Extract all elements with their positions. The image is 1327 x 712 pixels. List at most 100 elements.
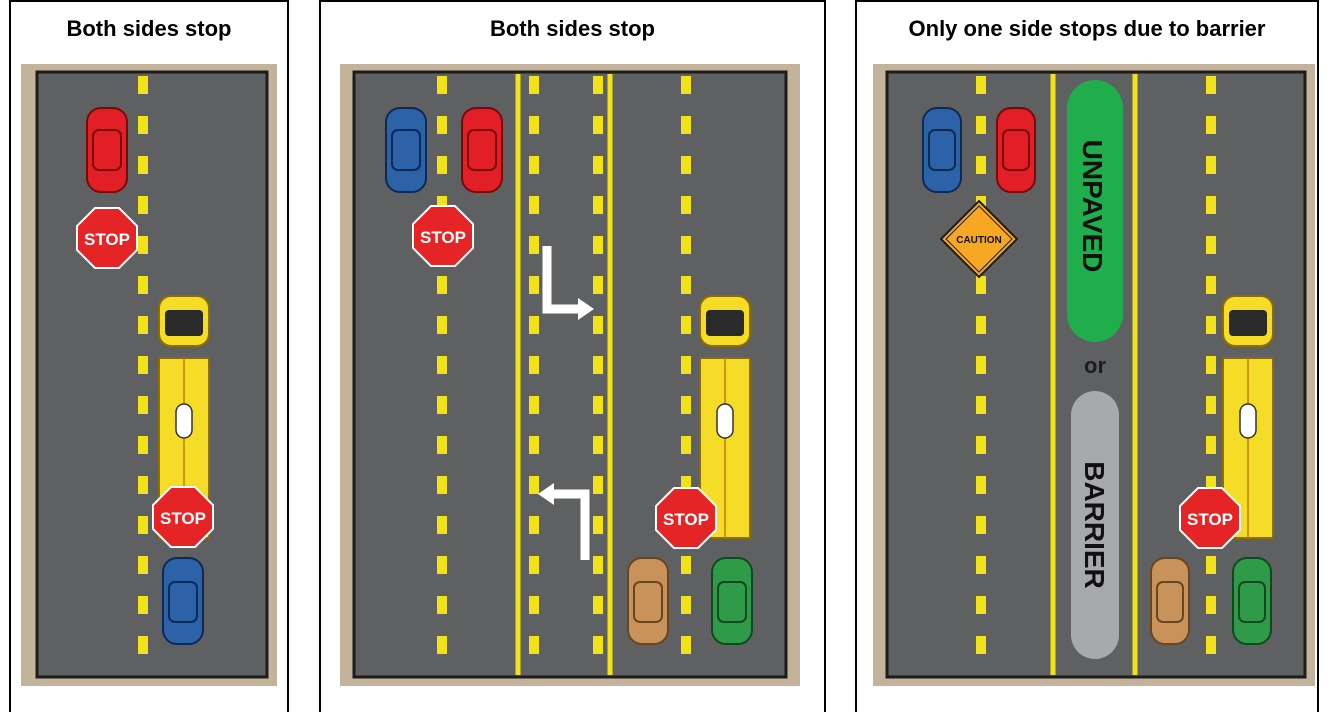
lane-dash [681, 636, 691, 654]
lane-dash [529, 76, 539, 94]
unpaved-label: UNPAVED [1077, 140, 1108, 273]
lane-dash [593, 596, 603, 614]
stop-sign-label: STOP [663, 510, 709, 529]
lane-dash [976, 436, 986, 454]
center-dashed-line [138, 76, 148, 654]
lane-dash [437, 76, 447, 94]
tan-car [628, 558, 668, 644]
lane-dash [138, 596, 148, 614]
lane-dash [1206, 236, 1216, 254]
lane-dash [138, 76, 148, 94]
stop-sign-label: STOP [420, 228, 466, 247]
lane-dash [976, 276, 986, 294]
stop-sign: STOP [77, 208, 137, 268]
lane-dash [138, 516, 148, 534]
lane-dash [138, 196, 148, 214]
road-diagram-two-lane: STOP STOP [21, 64, 277, 686]
lane-dash [976, 596, 986, 614]
lane-dash [976, 396, 986, 414]
lane-dash [681, 156, 691, 174]
stop-sign: STOP [413, 206, 473, 266]
barrier-label: BARRIER [1079, 461, 1110, 589]
lane-dash [976, 116, 986, 134]
lane-dash [529, 396, 539, 414]
lane-dash [437, 116, 447, 134]
lane-dash [529, 356, 539, 374]
lane-dash [529, 636, 539, 654]
lane-dash [1206, 396, 1216, 414]
stop-sign: STOP [153, 487, 213, 547]
lane-dash [593, 516, 603, 534]
lane-dash [437, 516, 447, 534]
lane-dash [138, 396, 148, 414]
lane-dash [681, 196, 691, 214]
lane-dash [529, 316, 539, 334]
lane-dash [593, 236, 603, 254]
lane-dash [1206, 76, 1216, 94]
lane-dash [1206, 556, 1216, 574]
tan-car [1151, 558, 1189, 644]
lane-dash [529, 436, 539, 454]
lane-dash [437, 436, 447, 454]
lane-dash [529, 516, 539, 534]
lane-dash [138, 116, 148, 134]
lane-dash [593, 116, 603, 134]
lane-dash [593, 436, 603, 454]
stop-sign-label: STOP [1187, 510, 1233, 529]
lane-dash [437, 316, 447, 334]
panel-title: Both sides stop [321, 16, 824, 42]
stop-sign: STOP [656, 488, 716, 548]
lane-dash [681, 396, 691, 414]
lane-dash [681, 316, 691, 334]
lane-dash [593, 476, 603, 494]
lane-dash [529, 156, 539, 174]
lane-dash [1206, 276, 1216, 294]
lane-dash [681, 596, 691, 614]
or-label: or [1084, 353, 1106, 378]
green-car [1233, 558, 1271, 644]
lane-dash [138, 276, 148, 294]
lane-dash [976, 476, 986, 494]
green-car [712, 558, 752, 644]
lane-dash [681, 276, 691, 294]
lane-dash [1206, 116, 1216, 134]
lane-dash [593, 316, 603, 334]
lane-dash [437, 476, 447, 494]
lane-dash [976, 356, 986, 374]
lane-dash [1206, 436, 1216, 454]
lane-dash [529, 476, 539, 494]
lane-dash [1206, 356, 1216, 374]
lane-dash [976, 316, 986, 334]
lane-dash [976, 516, 986, 534]
lane-dash [138, 436, 148, 454]
road-diagram-multi-lane: STOP STOP [340, 64, 800, 686]
lane-dash [976, 556, 986, 574]
lane-dash [593, 396, 603, 414]
lane-dash [1206, 596, 1216, 614]
lane-dash [1206, 156, 1216, 174]
lane-dash [437, 596, 447, 614]
red-car [462, 108, 502, 192]
lane-dash [681, 436, 691, 454]
lane-dash [681, 236, 691, 254]
lane-dash [681, 556, 691, 574]
lane-dash [976, 76, 986, 94]
red-car [997, 108, 1035, 192]
panel-title: Both sides stop [11, 16, 287, 42]
lane-dash [437, 396, 447, 414]
lane-dash [138, 476, 148, 494]
stop-sign-label: STOP [160, 509, 206, 528]
blue-car [163, 558, 203, 644]
lane-dash [593, 76, 603, 94]
road [37, 72, 267, 677]
lane-dash [593, 196, 603, 214]
lane-dash [529, 116, 539, 134]
stop-sign: STOP [1180, 488, 1240, 548]
lane-dash [529, 276, 539, 294]
lane-dash [437, 156, 447, 174]
lane-dash [593, 276, 603, 294]
lane-dash [437, 356, 447, 374]
stop-sign-label: STOP [84, 230, 130, 249]
lane-dash [1206, 316, 1216, 334]
lane-dash [437, 636, 447, 654]
